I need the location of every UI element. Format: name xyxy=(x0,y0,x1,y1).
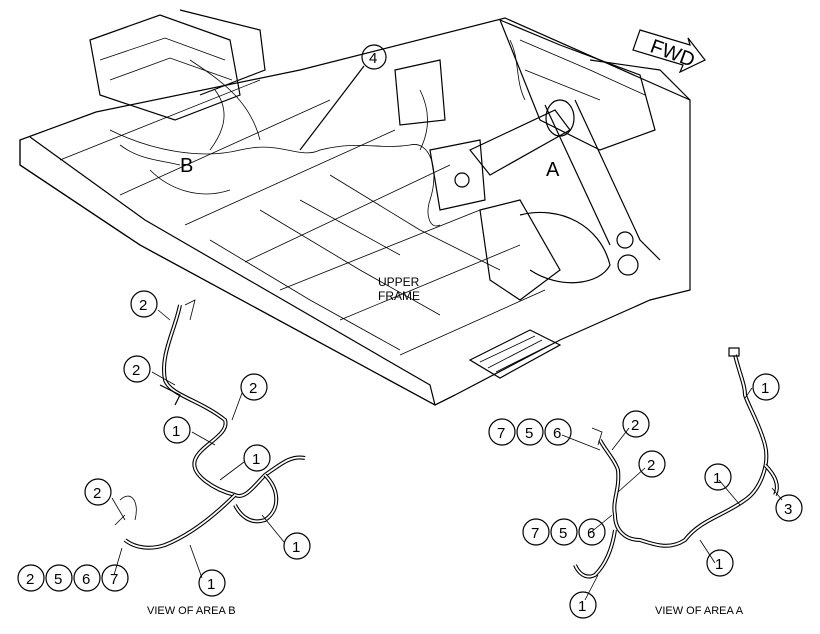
area-a-label: A xyxy=(546,159,560,181)
callout-b-1d: 1 xyxy=(207,576,215,593)
callout-b-1b: 1 xyxy=(252,451,260,468)
callout-b-6: 6 xyxy=(82,571,90,588)
callout-a-1a: 1 xyxy=(761,380,769,397)
callout-b-7: 7 xyxy=(110,571,118,588)
view-area-b: 2 2 2 1 1 2 1 1 2 5 6 7 VIEW OF AREA B xyxy=(17,290,311,617)
callout-b-2c: 2 xyxy=(249,380,257,397)
callout-a-2a: 2 xyxy=(631,417,639,434)
fwd-arrow: FWD xyxy=(632,29,706,74)
callout-a-3: 3 xyxy=(784,501,792,518)
upper-frame-drawing: FWD A B UPPER FRAME 4 xyxy=(19,9,706,406)
callout-a-1b: 1 xyxy=(713,470,721,487)
callout-a-1d: 1 xyxy=(578,598,586,615)
callout-4: 4 xyxy=(369,50,377,67)
callout-b-2a: 2 xyxy=(139,297,147,314)
callout-a-5a: 5 xyxy=(525,425,533,442)
callout-a-5b: 5 xyxy=(559,525,567,542)
callout-a-6b: 6 xyxy=(587,525,595,542)
callout-b-5: 5 xyxy=(54,571,62,588)
view-area-a: 7 5 6 2 2 7 5 6 1 1 3 1 1 VIEW OF AREA A xyxy=(488,347,803,619)
callout-a-7a: 7 xyxy=(497,425,505,442)
callout-a-1c: 1 xyxy=(715,556,723,573)
callout-b-1a: 1 xyxy=(172,423,180,440)
callout-b-1c: 1 xyxy=(292,539,300,556)
callout-b-2d: 2 xyxy=(93,485,101,502)
callout-a-2b: 2 xyxy=(647,457,655,474)
area-b-label: B xyxy=(180,155,193,177)
upper-frame-label-line1: UPPER xyxy=(378,275,420,289)
callout-a-7b: 7 xyxy=(531,525,539,542)
view-area-b-caption: VIEW OF AREA B xyxy=(147,605,236,617)
view-area-a-caption: VIEW OF AREA A xyxy=(655,605,744,617)
callout-a-6a: 6 xyxy=(553,425,561,442)
upper-frame-label-line2: FRAME xyxy=(378,289,420,303)
callout-b-2b: 2 xyxy=(132,362,140,379)
callout-b-2e: 2 xyxy=(26,571,34,588)
